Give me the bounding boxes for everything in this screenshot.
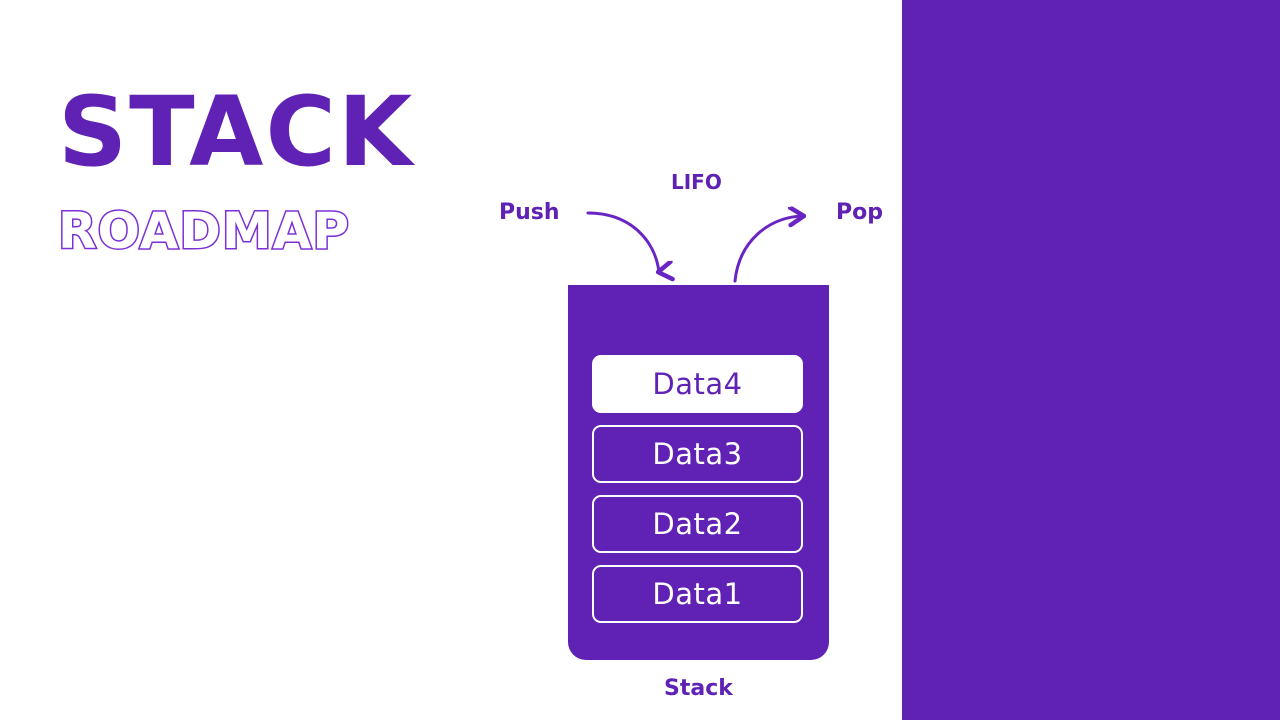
stack-item[interactable]: Data3 [592,425,803,483]
title-block: STACK ROADMAP [57,76,578,260]
stack-item[interactable]: Data4 [592,355,803,413]
push-label: Push [499,200,560,225]
page-subtitle: ROADMAP [57,202,351,260]
stack-item[interactable]: Data2 [592,495,803,553]
pop-label: Pop [836,200,883,225]
lifo-label: LIFO [671,170,722,194]
stack-diagram: Push LIFO Pop Data4 Data3 Data2 Data1 St… [499,170,883,701]
push-arrow [586,211,659,272]
page-title: STACK [58,76,415,188]
stack-item[interactable]: Data1 [592,565,803,623]
stack-caption: Stack [664,676,733,701]
pop-arrow [733,216,803,283]
right-accent-panel [902,0,1280,720]
stack-container: Data4 Data3 Data2 Data1 [568,285,829,660]
